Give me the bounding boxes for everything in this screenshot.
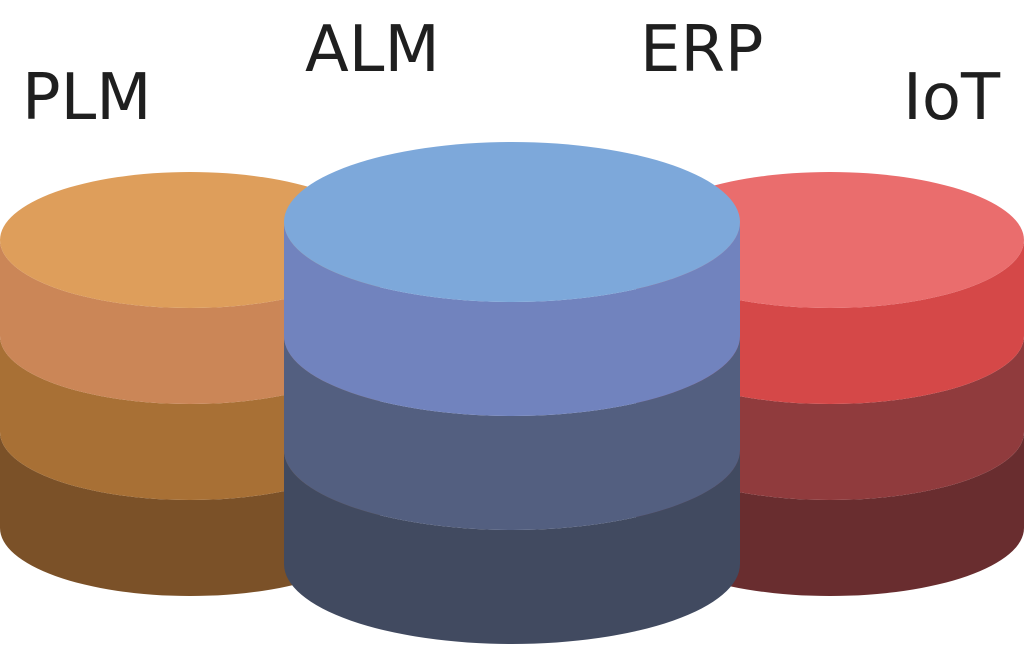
erp-label: ERP bbox=[640, 13, 764, 87]
plm-label: PLM bbox=[22, 61, 152, 135]
alm-layer-3 bbox=[284, 450, 740, 644]
iot-label: IoT bbox=[903, 61, 1001, 135]
alm-layer-1 bbox=[284, 222, 740, 416]
alm-layer-2 bbox=[284, 336, 740, 530]
alm-top-disc bbox=[284, 142, 740, 302]
alm-cylinder-stack bbox=[284, 142, 740, 644]
alm-label: ALM bbox=[305, 13, 440, 87]
